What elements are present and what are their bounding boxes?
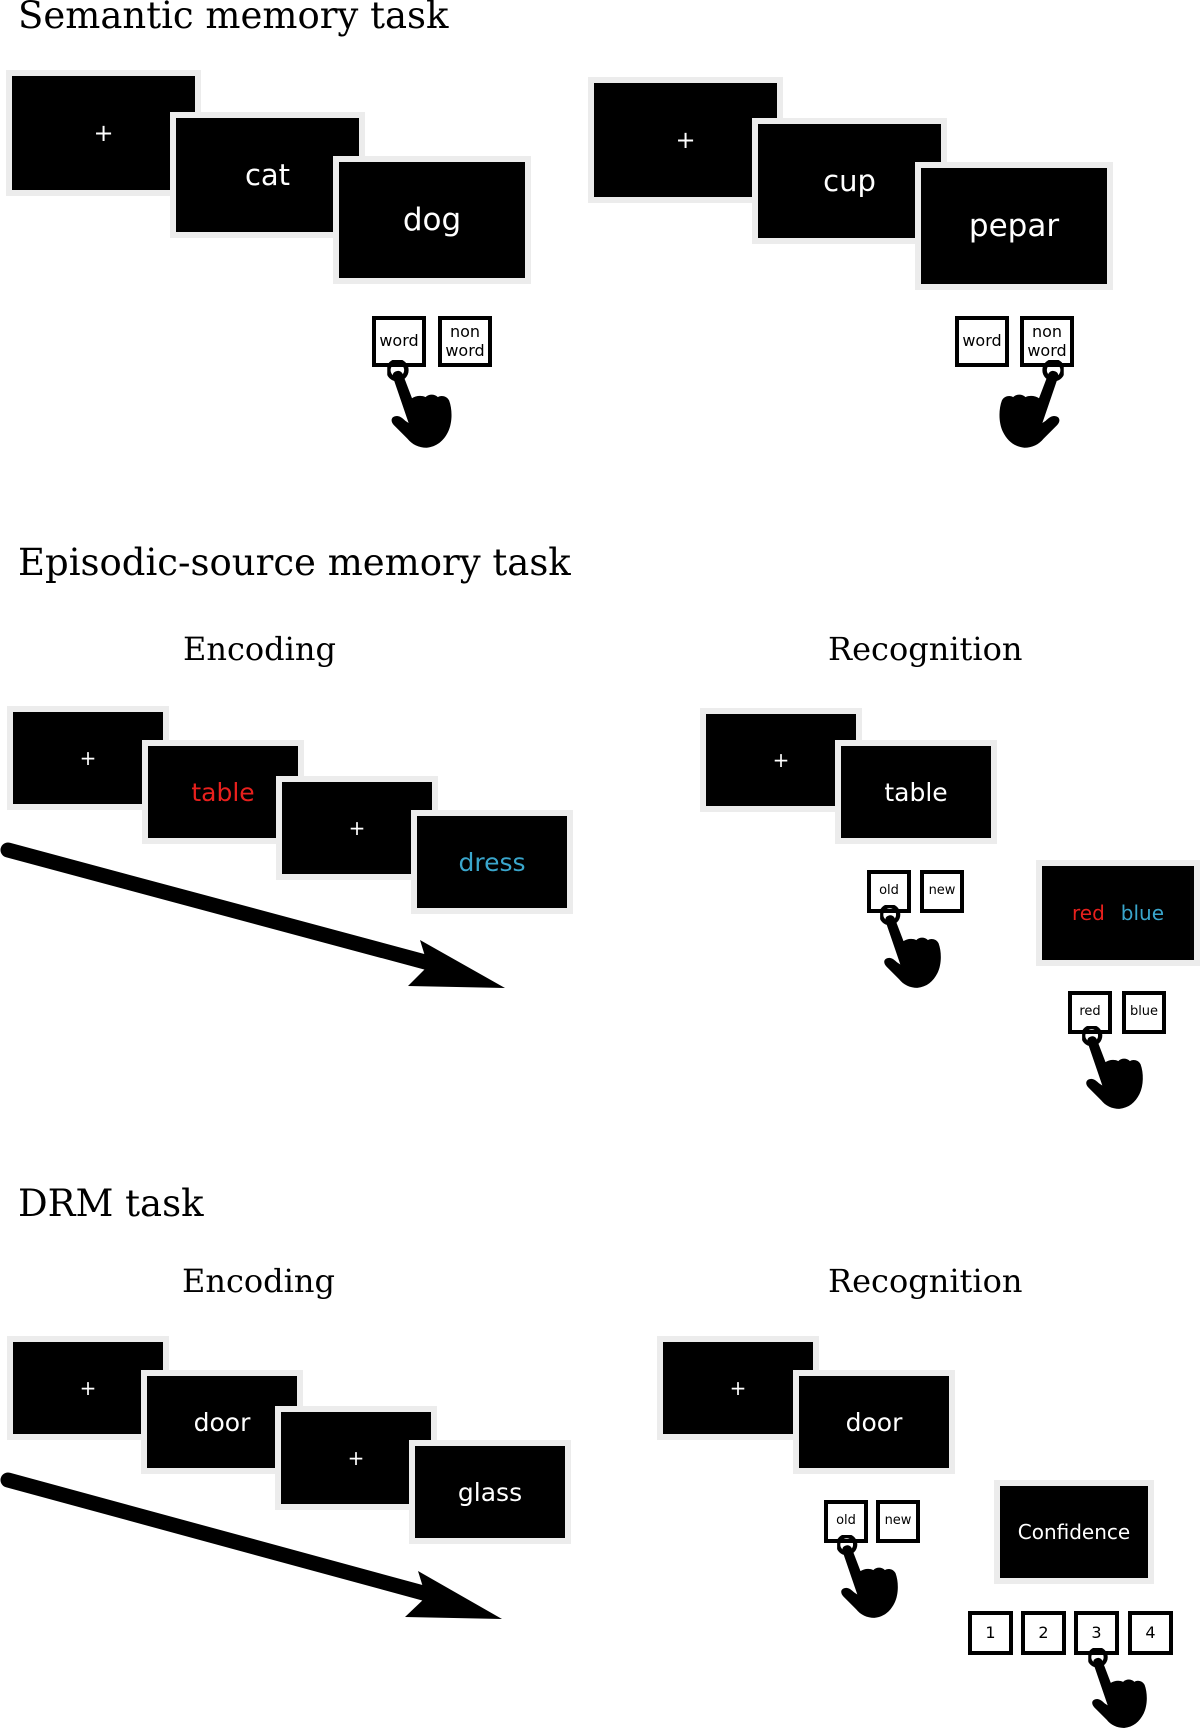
episodic-rec-word: table <box>835 740 997 844</box>
episodic-encoding-label: Encoding <box>183 630 336 668</box>
target-word: dog <box>402 202 462 238</box>
nonword-key-2: non word <box>1020 316 1074 367</box>
old-key: old <box>824 1500 868 1543</box>
fixation-cross: + <box>93 119 114 147</box>
new-key: new <box>876 1500 920 1543</box>
drm-enc-word-2: glass <box>409 1440 571 1544</box>
rating-key-3: 3 <box>1074 1611 1119 1655</box>
pointing-hand-icon <box>1074 1026 1154 1111</box>
pointing-hand-icon <box>985 360 1075 450</box>
target-word: pepar <box>968 208 1060 244</box>
pointing-hand-icon <box>1080 1648 1158 1730</box>
rating-key-4: 4 <box>1128 1611 1173 1655</box>
semantic-task-title: Semantic memory task <box>18 0 449 37</box>
word-key: word <box>372 316 426 367</box>
drm-recognition-label: Recognition <box>828 1262 1023 1300</box>
pointing-hand-icon <box>376 360 466 450</box>
semantic-target-screen-2: pepar <box>915 162 1113 290</box>
word-key-2: word <box>955 316 1009 367</box>
fixation-cross: + <box>675 126 696 154</box>
source-option-red: red <box>1071 901 1105 925</box>
drm-encoding-label: Encoding <box>182 1262 335 1300</box>
semantic-fixation-screen: + <box>6 70 201 196</box>
rating-key-1: 1 <box>968 1611 1013 1655</box>
episodic-task-title: Episodic-source memory task <box>18 541 571 584</box>
nonword-key: non word <box>438 316 492 367</box>
drm-task-title: DRM task <box>18 1182 204 1225</box>
confidence-screen: Confidence <box>994 1480 1154 1584</box>
blue-key: blue <box>1122 991 1166 1034</box>
source-question-screen: red blue <box>1036 860 1200 966</box>
semantic-prime-screen: cat <box>170 112 365 238</box>
episodic-enc-word-blue: dress <box>411 810 573 914</box>
source-option-blue: blue <box>1120 901 1165 925</box>
prime-word: cup <box>823 164 876 198</box>
drm-rec-word: door <box>793 1370 955 1474</box>
episodic-recognition-label: Recognition <box>828 630 1023 668</box>
semantic-target-screen: dog <box>333 156 531 284</box>
pointing-hand-icon <box>872 905 952 990</box>
drm-rec-fixation: + <box>657 1336 819 1440</box>
red-key: red <box>1068 991 1112 1034</box>
pointing-hand-icon <box>829 1535 909 1620</box>
rating-key-2: 2 <box>1021 1611 1066 1655</box>
prime-word: cat <box>244 158 291 192</box>
new-key: new <box>920 870 964 913</box>
